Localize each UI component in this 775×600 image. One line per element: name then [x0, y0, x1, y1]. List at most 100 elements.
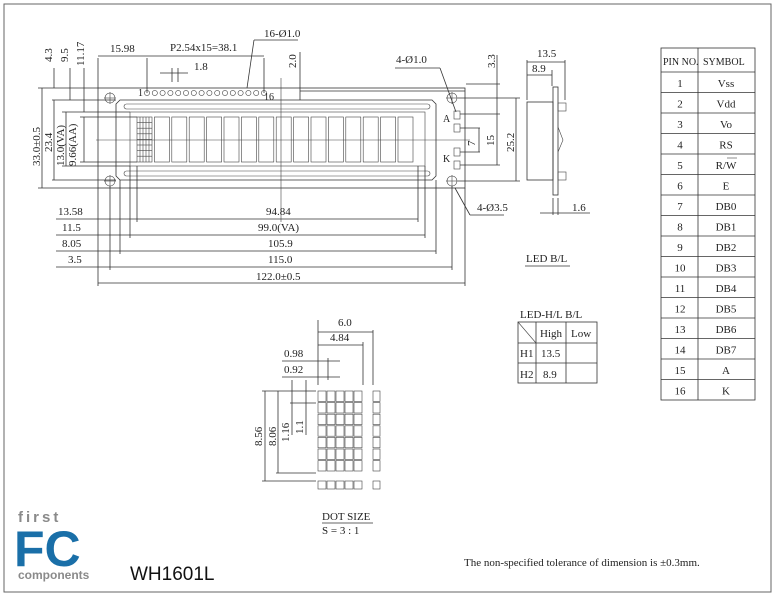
- led-table-title: LED-H/L B/L: [520, 309, 582, 321]
- dot: [353, 425, 363, 437]
- dot: [353, 460, 363, 472]
- pin-number: 10: [675, 263, 687, 275]
- pin-hole: [245, 90, 252, 96]
- dim-9-66: 9.66(AA): [67, 123, 79, 166]
- dot-size-detail: [262, 320, 381, 490]
- pin-table-header-symbol: SYMBOL: [703, 57, 745, 68]
- character-cell: [293, 116, 309, 163]
- dot: [317, 413, 327, 425]
- character-cell: [380, 116, 396, 163]
- pin-symbol: DB1: [716, 222, 737, 234]
- pin-hole: [159, 90, 166, 96]
- cursor-dot: [372, 425, 381, 437]
- character-cell: [188, 116, 205, 163]
- dot: [335, 425, 345, 437]
- dim-mount-holes: 4-Ø3.5: [477, 202, 508, 214]
- led-table-row-high: 13.5: [541, 348, 561, 360]
- character-cell: [258, 116, 275, 163]
- character-cell: [328, 116, 344, 163]
- dot: [353, 390, 363, 402]
- dim-0-92: 0.92: [284, 364, 303, 376]
- dot: [326, 402, 336, 414]
- dim-3-3: 3.3: [486, 54, 498, 68]
- pin-symbol: E: [723, 181, 730, 193]
- dot: [335, 448, 345, 460]
- dim-25-2: 25.2: [505, 133, 517, 152]
- pin-symbol: Vo: [720, 119, 733, 131]
- dot: [317, 437, 327, 449]
- pin-number: 12: [675, 304, 686, 316]
- dim-8-05: 8.05: [62, 238, 82, 250]
- pin-hole: [183, 90, 189, 96]
- left-dimension-lines: [38, 68, 137, 189]
- pin-16-label: 16: [264, 92, 274, 103]
- drawing-frame: [3, 3, 772, 593]
- dim-7: 7: [466, 140, 478, 146]
- tolerance-note: The non-specified tolerance of dimension…: [464, 557, 700, 569]
- logo-fc: FC: [14, 521, 81, 577]
- pin-symbol: DB0: [716, 201, 737, 213]
- led-table-row-name: H1: [520, 348, 533, 360]
- dot: [326, 437, 336, 449]
- character-cell: [154, 116, 170, 163]
- pin-number: 16: [675, 386, 687, 398]
- dot: [344, 448, 354, 460]
- mount-hole-icon: [104, 92, 116, 104]
- pin-table-row: 12 DB5: [675, 304, 737, 316]
- dot-size-scale: S = 3 : 1: [322, 525, 359, 537]
- pin-symbol: DB5: [716, 304, 737, 316]
- pin-hole: [229, 90, 236, 96]
- mount-hole-icon: [446, 175, 458, 187]
- dim-13-va: 13.0(VA): [55, 125, 67, 166]
- pin-table-header-pin: PIN NO.: [663, 57, 699, 68]
- dim-1-1: 1.1: [294, 420, 306, 434]
- dim-2-0: 2.0: [287, 54, 299, 68]
- cursor-dot: [372, 402, 381, 414]
- dim-122: 122.0±0.5: [256, 271, 301, 283]
- pin-number: 13: [675, 324, 687, 336]
- dim-4-84: 4.84: [330, 332, 350, 344]
- pin-symbol: Vss: [718, 78, 735, 90]
- pin-number: 9: [677, 242, 683, 254]
- dim-1-6: 1.6: [572, 202, 586, 214]
- pin-1-label: 1: [138, 88, 143, 99]
- dot: [317, 425, 327, 437]
- module-front-view: 1 16 A K: [96, 78, 470, 222]
- dim-99-va: 99.0(VA): [258, 222, 299, 234]
- led-table-row-name: H2: [520, 369, 533, 381]
- pin-symbol: DB7: [716, 345, 737, 357]
- pin-symbol: DB2: [716, 242, 737, 254]
- pin-hole: [237, 90, 244, 96]
- pin-hole: [190, 90, 197, 96]
- pin-hole: [151, 90, 158, 96]
- dot: [335, 390, 345, 402]
- led-hl-table: LED-H/L B/L High Low H1 13.5 H2 8.9: [517, 309, 598, 384]
- dot: [335, 480, 345, 490]
- dot: [353, 448, 363, 460]
- dot: [317, 390, 327, 402]
- right-dimension-lines: [395, 55, 520, 216]
- dim-8-56: 8.56: [253, 426, 265, 446]
- pin-number: 6: [677, 181, 683, 193]
- cursor-dot: [372, 413, 381, 425]
- character-cell: [397, 116, 414, 163]
- dot: [344, 460, 354, 472]
- dim-9-5: 9.5: [59, 48, 71, 62]
- dim-23-4: 23.4: [43, 132, 55, 152]
- dim-3-5: 3.5: [68, 254, 82, 266]
- dim-4-3: 4.3: [43, 48, 55, 62]
- dot: [344, 402, 354, 414]
- dim-13-58: 13.58: [58, 206, 83, 218]
- dim-11-5: 11.5: [62, 222, 81, 234]
- dot: [326, 460, 336, 472]
- pin-number: 7: [677, 201, 683, 213]
- pin-number: 5: [677, 160, 683, 172]
- pin-symbol: A: [722, 365, 730, 377]
- led-bl-label: LED B/L: [526, 253, 568, 265]
